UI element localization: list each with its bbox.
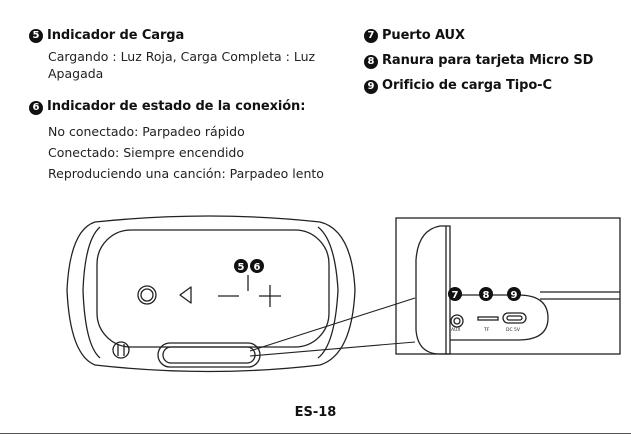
speaker-right-bumper [317,226,339,359]
page-number: ES-18 [294,405,337,420]
play-button-icon [137,285,157,305]
dc-port-label: DC 5V [506,327,521,333]
aux-port-icon [450,314,464,328]
callout-badge-5: 5 [29,29,43,43]
connection-indicator-heading: Indicador de estado de la conexión: [47,99,306,114]
illustration-callout-5-text: 5 [238,262,245,273]
inset-bumper [415,225,447,355]
volume-up-icon [259,285,281,307]
illustration-callout-7-text: 7 [452,290,459,301]
illustration-callout-9: 9 [507,287,521,301]
callout-badge-7: 7 [364,29,378,43]
callout-badge-9: 9 [364,80,378,94]
illustration-callout-8: 8 [479,287,493,301]
charge-indicator-line-1: Cargando : Luz Roja, Carga Completa : Lu… [48,49,316,64]
illustration-callout-6-text: 6 [254,262,261,273]
callout-badge-8: 8 [364,55,378,69]
illustration-callout-7: 7 [448,287,462,301]
illustration-callout-8-text: 8 [483,290,490,301]
illustration-callout-6: 6 [250,259,264,273]
illustration-callout-5: 5 [234,259,248,273]
inset-port-panel [450,294,549,341]
micro-sd-slot-heading: Ranura para tarjeta Micro SD [382,53,594,68]
speaker-front-panel [96,229,330,348]
charge-indicator-line-2: Apagada [48,66,104,81]
strap-ring-icon [112,341,130,359]
connection-status-line-1: No conectado: Parpadeo rápido [48,124,245,139]
previous-button-icon [179,286,192,304]
connection-status-line-2: Conectado: Siempre encendido [48,145,245,160]
type-c-port-heading: Orificio de carga Tipo-C [382,78,552,93]
callout-badge-6: 6 [29,101,43,115]
charge-indicator-heading: Indicador de Carga [47,28,185,43]
tf-slot-icon [477,316,499,321]
type-c-port-icon [502,312,527,324]
footer-rule [0,433,631,434]
zoom-line-lower [249,341,416,357]
illustration-callout-9-text: 9 [511,290,518,301]
speaker-body-outline [66,215,356,373]
tf-slot-label: TF [483,327,490,333]
aux-port-label: AUX [451,327,460,333]
speaker-left-bumper [82,226,101,359]
aux-port-heading: Puerto AUX [382,28,465,43]
connection-status-line-3: Reproduciendo una canción: Parpadeo lent… [48,166,324,181]
zoom-line-upper [249,297,416,352]
port-detail-frame [395,217,621,355]
